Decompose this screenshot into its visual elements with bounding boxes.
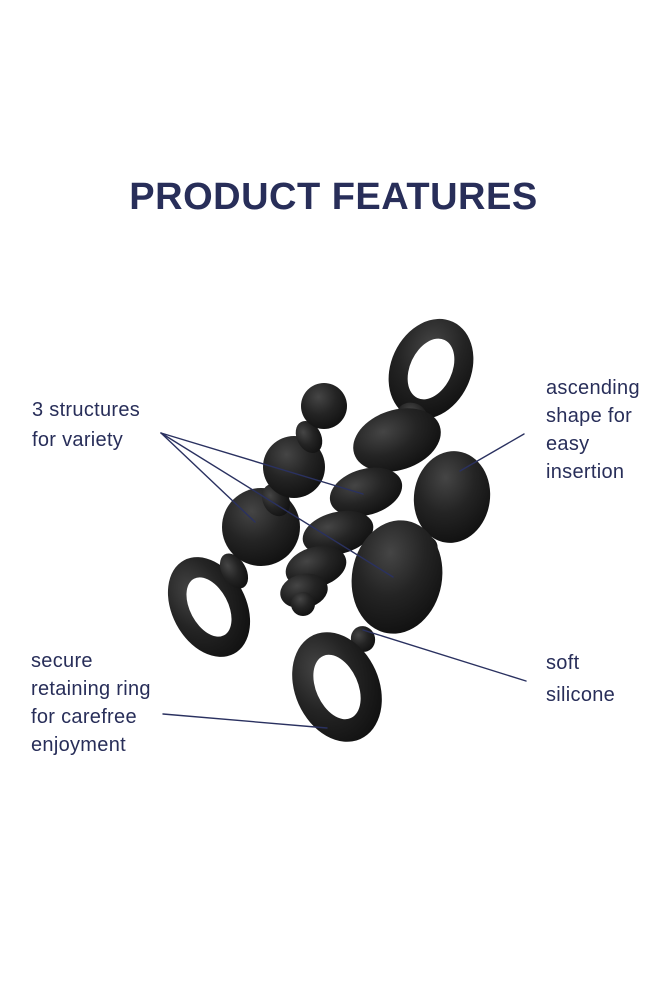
beaded-plug bbox=[167, 383, 347, 657]
line-soft-silicone bbox=[362, 629, 527, 682]
beaded-plug-neck bbox=[295, 420, 323, 454]
line-structures-to-spiral bbox=[160, 432, 364, 495]
callout-ascending-shape: ascending shape for easy insertion bbox=[546, 374, 640, 486]
line-retaining-ring bbox=[162, 713, 328, 729]
callout-retaining-ring: secure retaining ring for carefree enjoy… bbox=[31, 647, 151, 759]
callout-line: for variety bbox=[32, 429, 124, 451]
callout-line: for carefree bbox=[31, 706, 137, 728]
callout-soft-silicone: soft silicone bbox=[546, 647, 615, 711]
callout-line: enjoyment bbox=[31, 734, 126, 756]
bulb-plug bbox=[292, 451, 491, 742]
callout-line: 3 structures bbox=[32, 399, 141, 421]
page-title: PRODUCT FEATURES bbox=[129, 176, 538, 218]
callout-line: insertion bbox=[546, 461, 625, 483]
beaded-plug-bead-small bbox=[301, 383, 347, 429]
spiral-plug-tip bbox=[291, 592, 315, 616]
line-structures-to-bulb bbox=[160, 432, 394, 578]
callout-line: secure bbox=[31, 650, 93, 672]
line-ascending-shape bbox=[459, 433, 525, 472]
bulb-plug-top-bulb bbox=[413, 451, 491, 543]
spiral-plug-lobe bbox=[329, 467, 403, 517]
line-structures-to-beads bbox=[160, 432, 256, 523]
spiral-plug-ring bbox=[388, 318, 474, 420]
bulb-plug-ring bbox=[292, 632, 382, 742]
spiral-plug-lobe bbox=[353, 408, 441, 472]
callout-line: ascending bbox=[546, 377, 640, 399]
spiral-plug-lobe bbox=[302, 510, 374, 556]
callout-line: soft bbox=[546, 652, 580, 674]
callout-line: shape for bbox=[546, 405, 633, 427]
callout-line: silicone bbox=[546, 684, 616, 706]
spiral-plug bbox=[280, 318, 474, 616]
bulb-plug-main-bulb bbox=[351, 520, 443, 634]
callout-line: retaining ring bbox=[31, 678, 151, 700]
callout-line: easy bbox=[546, 433, 590, 455]
annotation-lines bbox=[160, 432, 527, 729]
callout-structures: 3 structures for variety bbox=[32, 395, 140, 455]
beaded-plug-neck bbox=[219, 553, 249, 589]
